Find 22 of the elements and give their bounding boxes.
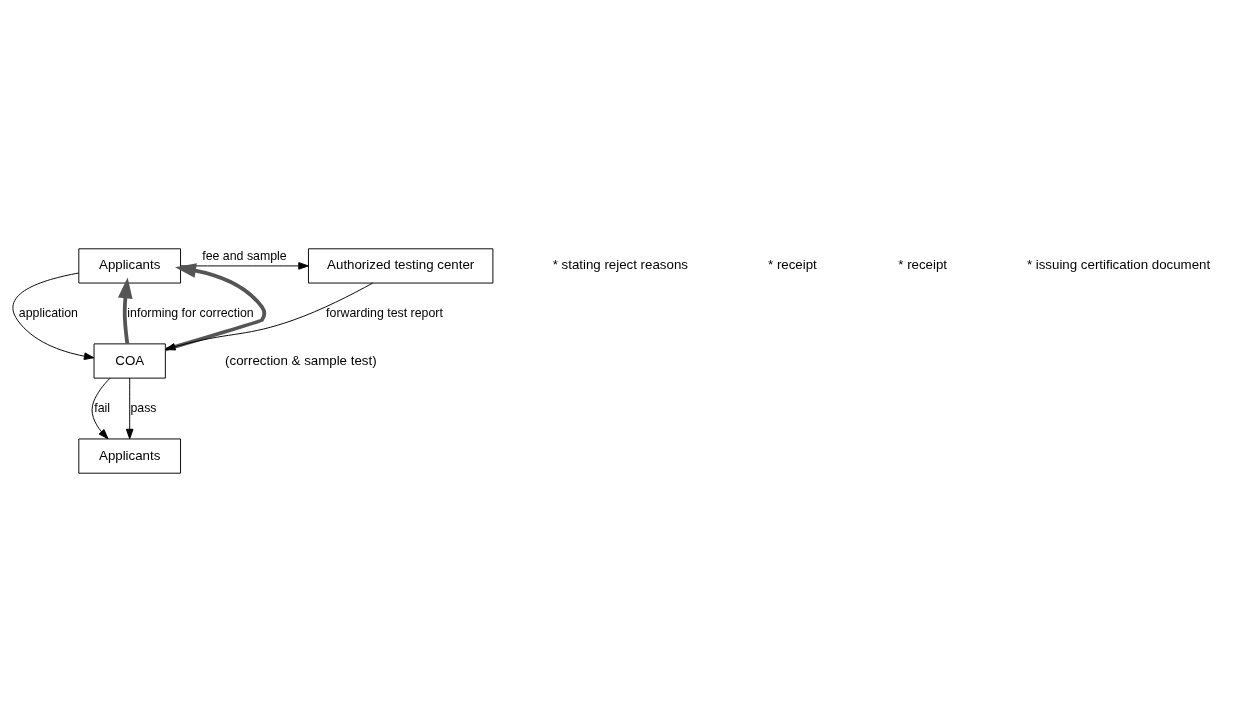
label: * issuing certification document [1026,257,1211,273]
node-box: Authorized testing center [307,248,494,284]
arrow [165,263,267,352]
edge-label: fee and sample [202,248,287,263]
edge-label: fail [94,400,111,415]
arrow [118,277,133,344]
arrow [180,262,309,270]
edge-label: informing for correction [127,305,254,320]
label: * receipt [768,257,817,273]
arrow [125,377,134,440]
arrow [12,272,95,360]
arrow [91,377,111,440]
node-box: COA [93,343,166,379]
node-box: Applicants [78,248,182,284]
edge-label: pass [130,400,157,415]
edge-label: forwarding test report [326,305,443,320]
edge-label: application [18,305,78,320]
label: (correction & sample test) [225,352,377,368]
node-box: Applicants [78,438,182,474]
label: * receipt [898,257,948,273]
label: * stating reject reasons [552,257,688,273]
arrow [165,282,374,351]
